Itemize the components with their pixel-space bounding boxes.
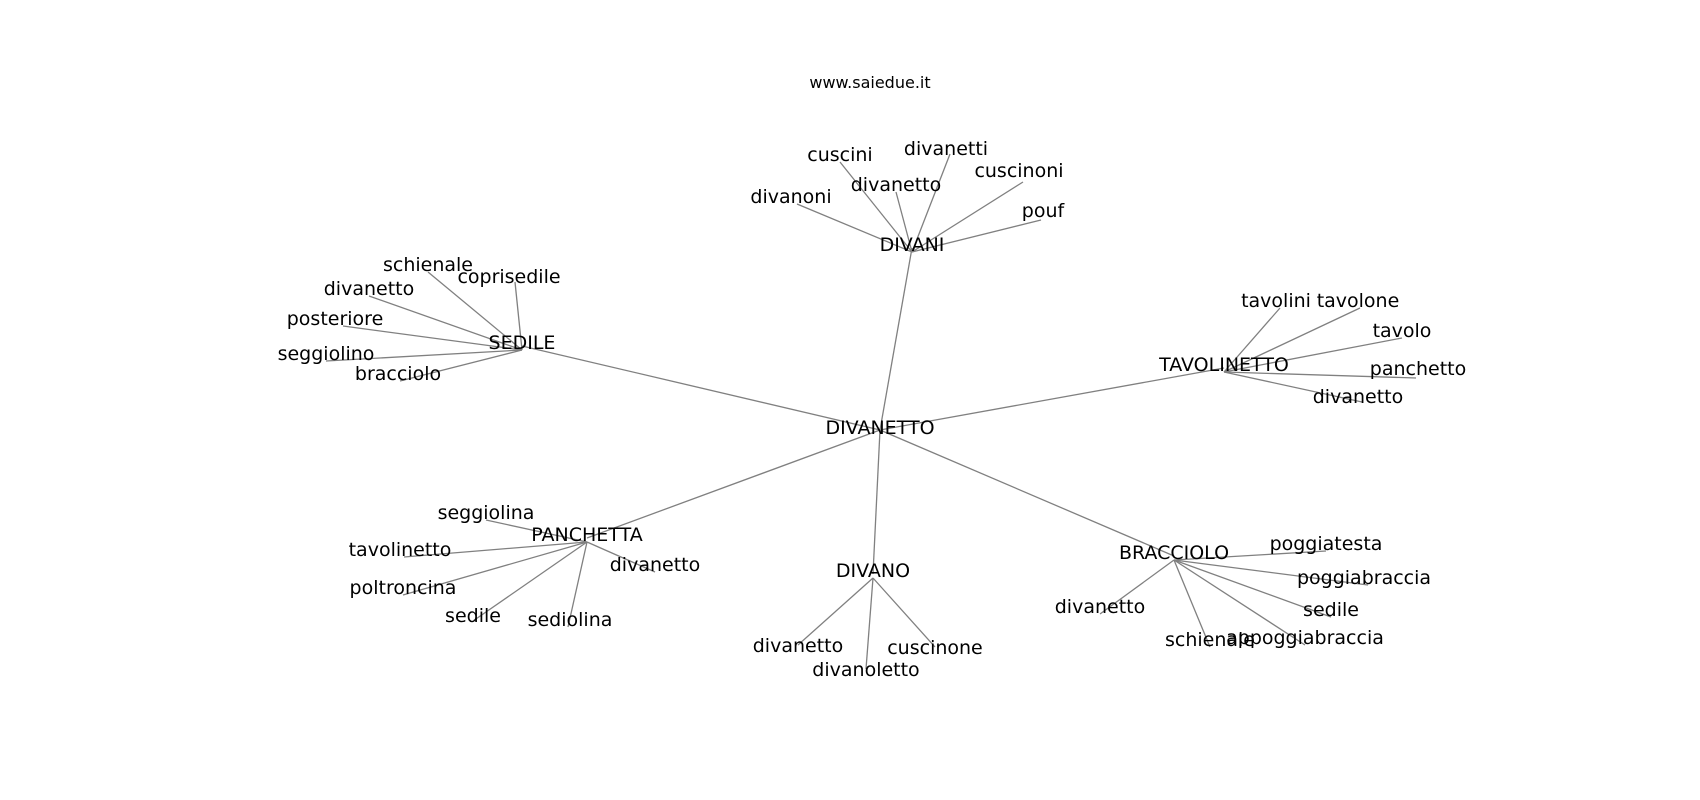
edge-divano-divanetto: [797, 577, 874, 646]
edge-bracciolo-sedile: [1173, 559, 1332, 618]
node-leaf-bracciolo-sedile: sedile: [1303, 599, 1359, 621]
node-leaf-panchetta-divanetto: divanetto: [610, 554, 700, 576]
edge-tavolinetto-tavolone: [1223, 307, 1361, 373]
edge-bracciolo-poggiabraccia: [1173, 559, 1369, 586]
edge-panchetta-sedile: [472, 541, 588, 622]
site-label: www.saiedue.it: [809, 73, 930, 92]
node-hub-bracciolo: BRACCIOLO: [1119, 542, 1229, 564]
node-leaf-divano-divanoletto: divanoletto: [812, 659, 919, 681]
edge-divano-divanoletto: [865, 577, 874, 670]
node-leaf-divani-divanetto: divanetto: [851, 174, 941, 196]
node-hub-divani: DIVANI: [880, 234, 945, 256]
node-leaf-divano-divanetto: divanetto: [753, 635, 843, 657]
node-hub-tavolinetto: TAVOLINETTO: [1158, 354, 1289, 376]
node-hub-panchetta: PANCHETTA: [531, 524, 642, 546]
node-leaf-tavolinetto-tavolini: tavolini: [1241, 290, 1311, 312]
edge-panchetta-seggiolina: [485, 519, 588, 543]
node-leaf-sedile-bracciolo: bracciolo: [355, 363, 441, 385]
node-leaf-sedile-coprisedile: coprisedile: [457, 266, 560, 288]
edge-divano-cuscinone: [872, 577, 936, 648]
edge-center-bracciolo: [879, 429, 1175, 557]
node-leaf-panchetta-sedile: sedile: [445, 605, 501, 627]
node-leaf-bracciolo-schienale: schienale: [1165, 629, 1255, 651]
edge-tavolinetto-divanetto: [1223, 371, 1363, 403]
node-leaf-bracciolo-poggiatesta: poggiatesta: [1270, 533, 1383, 555]
node-leaf-divano-cuscinone: cuscinone: [887, 637, 983, 659]
edge-sedile-bracciolo: [399, 349, 523, 382]
edge-center-tavolinetto: [879, 367, 1225, 431]
edge-center-panchetta: [586, 429, 881, 539]
node-leaf-sedile-divanetto: divanetto: [324, 278, 414, 300]
node-leaf-bracciolo-divanetto: divanetto: [1055, 596, 1145, 618]
edge-sedile-posteriore: [342, 325, 523, 351]
edge-divani-divanoni: [796, 203, 913, 253]
edge-center-sedile: [521, 345, 881, 431]
edge-divani-cuscini: [839, 161, 913, 253]
edge-divani-cuscinoni: [911, 181, 1024, 253]
edge-panchetta-poltroncina: [402, 541, 588, 596]
node-leaf-tavolinetto-tavolone: tavolone: [1317, 290, 1400, 312]
node-leaf-panchetta-poltroncina: poltroncina: [350, 577, 457, 599]
node-hub-sedile: SEDILE: [489, 332, 556, 354]
edge-divani-divanetto: [895, 191, 913, 253]
edge-panchetta-divanetto: [586, 541, 656, 573]
node-leaf-divani-cuscinoni: cuscinoni: [974, 160, 1063, 182]
edge-tavolinetto-tavolo: [1223, 337, 1403, 373]
node-leaf-panchetta-sediolina: sediolina: [528, 609, 613, 631]
edge-sedile-seggiolino: [325, 349, 523, 362]
node-leaf-sedile-posteriore: posteriore: [287, 308, 384, 330]
graph-edges: [325, 153, 1417, 670]
edge-divani-pouf: [911, 219, 1042, 253]
node-leaf-bracciolo-poggiabraccia: poggiabraccia: [1297, 567, 1431, 589]
edge-tavolinetto-panchetto: [1223, 371, 1417, 379]
node-hub-divano: DIVANO: [836, 560, 910, 582]
graph-labels: DIVANETTO DIVANI cuscini divanetticuscinoni…: [278, 138, 1467, 681]
edge-divani-divanetti: [911, 153, 951, 253]
node-leaf-tavolinetto-tavolo: tavolo: [1373, 320, 1432, 342]
node-leaf-tavolinetto-divanetto: divanetto: [1313, 386, 1403, 408]
node-leaf-panchetta-tavolinetto: tavolinetto: [349, 539, 452, 561]
node-leaf-sedile-schienale: schienale: [383, 254, 473, 276]
edge-bracciolo-divanetto: [1099, 559, 1175, 615]
node-leaf-tavolinetto-panchetto: panchetto: [1370, 358, 1466, 380]
node-leaf-divani-pouf: pouf: [1022, 200, 1066, 222]
edge-sedile-schienale: [427, 271, 523, 351]
edge-center-divani: [879, 247, 913, 431]
edge-bracciolo-schienale: [1173, 559, 1211, 648]
node-leaf-divani-cuscini: cuscini: [807, 144, 872, 166]
node-leaf-divani-divanetti: divanetti: [904, 138, 988, 160]
edge-center-divano: [872, 429, 881, 575]
edge-panchetta-sediolina: [567, 541, 588, 628]
edge-bracciolo-poggiatesta: [1173, 550, 1327, 561]
node-center: DIVANETTO: [825, 417, 934, 439]
edge-bracciolo-appoggiabraccia: [1173, 559, 1306, 646]
edge-panchetta-tavolinetto: [403, 541, 588, 558]
node-leaf-divani-divanoni: divanoni: [750, 186, 831, 208]
node-leaf-panchetta-seggiolina: seggiolina: [438, 502, 535, 524]
edge-sedile-divanetto: [368, 295, 523, 351]
node-leaf-sedile-seggiolino: seggiolino: [278, 343, 375, 365]
edge-tavolinetto-tavolini: [1223, 307, 1281, 373]
node-leaf-bracciolo-appoggiabraccia: appoggiabraccia: [1226, 627, 1384, 649]
edge-sedile-coprisedile: [514, 281, 523, 351]
